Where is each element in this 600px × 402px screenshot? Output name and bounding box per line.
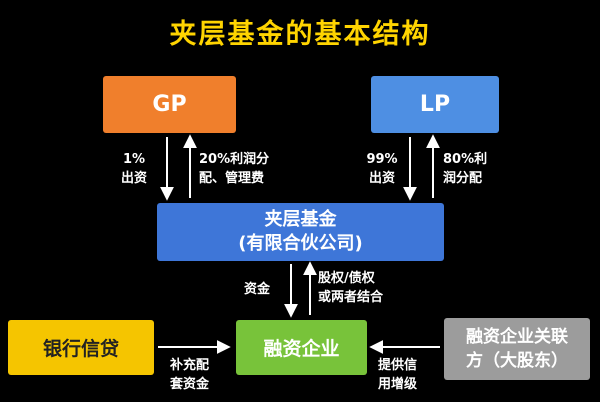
gp-return-label: 20%利润分 配、管理费 — [199, 150, 269, 188]
fund-name: 夹层基金 — [264, 209, 337, 230]
lp-return-line1: 80%利 — [443, 152, 488, 167]
diagram-title: 夹层基金的基本结构 — [169, 19, 431, 50]
gp-contribution-label: 1% 出资 — [108, 150, 160, 188]
bank-box: 银行信贷 — [8, 320, 154, 375]
related-party-line1: 融资企业关联 — [466, 327, 568, 347]
bank-label: 银行信贷 — [42, 338, 119, 360]
credit-enhancement-label: 提供信 用增级 — [378, 356, 417, 394]
lp-contribution-text: 出资 — [368, 171, 395, 186]
lp-box: LP — [371, 76, 499, 133]
fund-box: 夹层基金 (有限合伙公司) — [157, 203, 444, 261]
fund-type: (有限合伙公司) — [238, 233, 363, 254]
enterprise-box: 融资企业 — [236, 320, 367, 375]
supplementary-funds-line2: 套资金 — [170, 377, 210, 392]
lp-label: LP — [419, 92, 451, 117]
lp-contribution-label: 99% 出资 — [360, 150, 404, 188]
credit-enhancement-line2: 用增级 — [378, 377, 418, 392]
credit-enhancement-line1: 提供信 — [378, 358, 418, 373]
gp-box: GP — [103, 76, 236, 133]
capital-label: 资金 — [244, 280, 270, 299]
supplementary-funds-line1: 补充配 — [170, 358, 210, 373]
enterprise-label: 融资企业 — [263, 338, 340, 360]
equity-debt-line1: 股权/债权 — [318, 271, 375, 286]
capital-text: 资金 — [244, 282, 271, 297]
supplementary-funds-label: 补充配 套资金 — [170, 356, 209, 394]
gp-return-line1: 20%利润分 — [199, 152, 270, 167]
gp-label: GP — [152, 92, 187, 117]
related-party-box: 融资企业关联 方（大股东） — [444, 318, 590, 380]
gp-contribution-text: 出资 — [120, 171, 147, 186]
equity-debt-line2: 或两者结合 — [318, 290, 384, 305]
gp-contribution-percent: 1% — [122, 152, 146, 167]
lp-return-line2: 润分配 — [443, 171, 483, 186]
lp-return-label: 80%利 润分配 — [443, 150, 487, 188]
related-party-line2: 方（大股东） — [466, 351, 568, 371]
equity-debt-label: 股权/债权 或两者结合 — [318, 269, 383, 307]
lp-contribution-percent: 99% — [366, 152, 398, 167]
gp-return-line2: 配、管理费 — [199, 171, 265, 186]
